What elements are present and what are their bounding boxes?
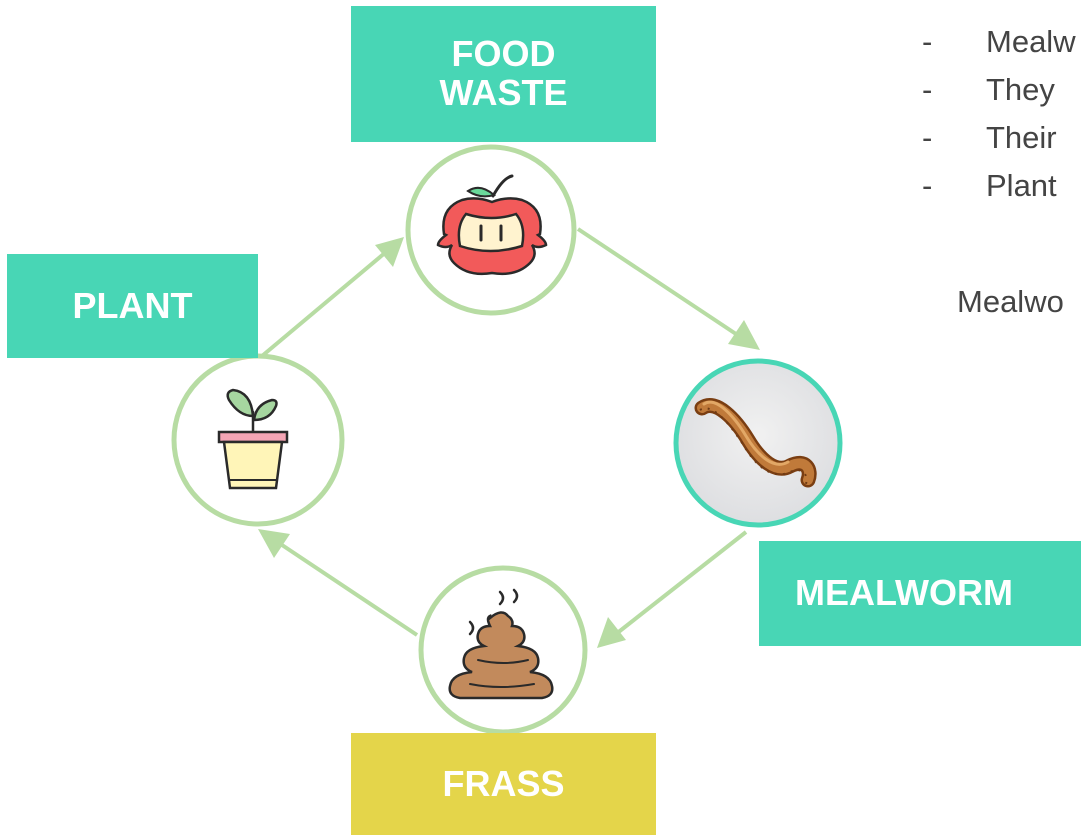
food-waste-label: FOOD WASTE [351, 6, 656, 142]
food-waste-label-text: FOOD WASTE [439, 33, 568, 113]
food-waste-node [405, 144, 577, 316]
bullet-dash: - [922, 72, 933, 107]
bullet-item: - Their [922, 114, 1076, 162]
frass-node [418, 565, 588, 735]
bullet-item: - Mealw [922, 18, 1076, 66]
poop-icon [448, 588, 554, 700]
mealworm-label-text: MEALWORM [795, 572, 1013, 614]
bullet-dash: - [922, 120, 933, 155]
plant-label-text: PLANT [72, 284, 193, 326]
potted-plant-icon [217, 388, 289, 490]
bullet-text: Plant [986, 168, 1057, 203]
bullet-text: Mealw [986, 24, 1076, 59]
bullet-text: They [986, 72, 1055, 107]
mealworm-node [673, 358, 843, 528]
bullet-item: - They [922, 66, 1076, 114]
frass-label: FRASS [351, 733, 656, 835]
apple-core-icon [436, 174, 548, 276]
arrow-mealworm-to-frass [597, 530, 748, 648]
arrow-frass-to-plant [258, 529, 419, 637]
bullet-text: Their [986, 120, 1057, 155]
mealworm-label: MEALWORM [759, 541, 1081, 646]
arrow-food-to-mealworm [576, 227, 760, 350]
bullet-list: - Mealw - They - Their - Plant [922, 18, 1076, 210]
arrow-plant-to-food [260, 237, 404, 358]
plant-label: PLANT [7, 254, 258, 358]
bullet-dash: - [922, 168, 933, 203]
bullet-item: - Plant [922, 162, 1076, 210]
summary-text: Mealwo [957, 284, 1064, 319]
frass-label-text: FRASS [442, 762, 565, 804]
mealworm-photo [694, 398, 817, 488]
plant-node [171, 353, 345, 527]
bullet-dash: - [922, 24, 933, 59]
